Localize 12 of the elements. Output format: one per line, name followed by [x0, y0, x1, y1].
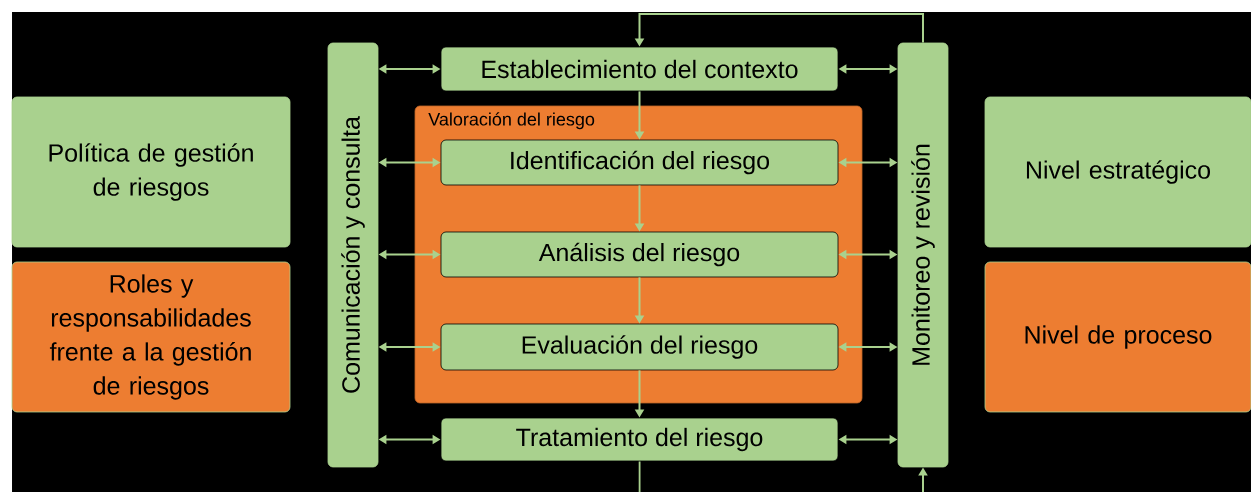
level-box: Roles y responsabilidades frente a la gestión de riesgos [11, 261, 291, 413]
process-box: Identificación del riesgo [440, 139, 839, 186]
group-heading: Valoración del riesgo [428, 112, 595, 130]
process-box: Tratamiento del riesgo [440, 417, 839, 462]
vertical-bar-box: Monitoreo y revisión [897, 42, 949, 468]
process-box: Establecimiento del contexto [440, 46, 839, 92]
level-box: Nivel estratégico [984, 96, 1251, 248]
process-box: Análisis del riesgo [440, 231, 839, 278]
level-box: Política de gestión de riesgos [11, 96, 291, 248]
level-box: Nivel de proceso [984, 261, 1251, 413]
vertical-bar-box: Comunicación y consulta [327, 42, 379, 468]
process-box: Evaluación del riesgo [440, 323, 839, 371]
